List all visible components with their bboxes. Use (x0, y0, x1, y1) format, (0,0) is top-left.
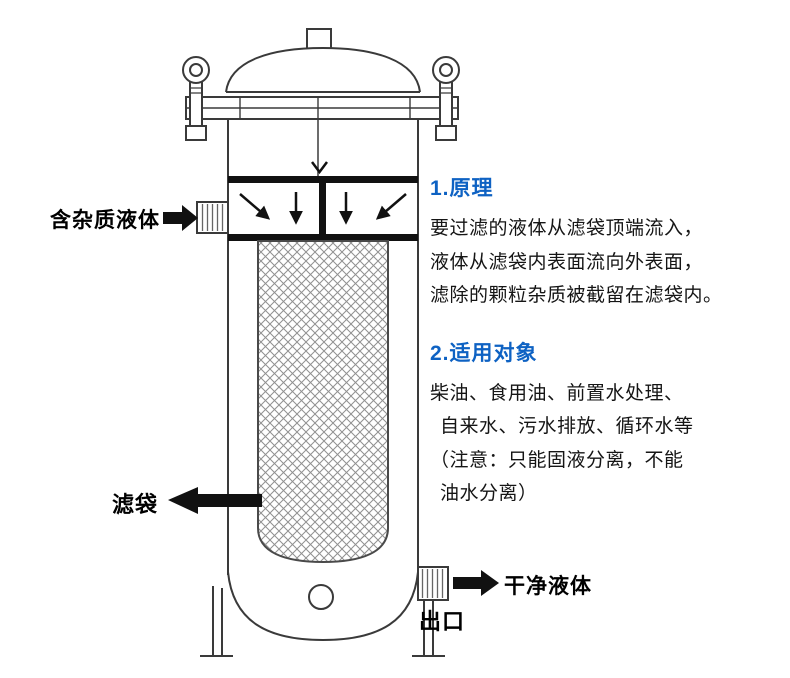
flow-arrows (239, 192, 407, 225)
section-applications-heading: 2.适用对象 (430, 341, 538, 365)
inlet-label: 含杂质液体 (50, 209, 160, 232)
eye-bolt-left (182, 56, 210, 141)
tube-sheet (228, 176, 418, 240)
bag-rim (228, 234, 418, 241)
center-mark (311, 161, 328, 175)
applications-line-4: 油水分离） (440, 483, 538, 504)
outlet-port-label: 出口 (419, 609, 466, 634)
info-panel: 1.原理 要过滤的液体从滤袋顶端流入， 液体从滤袋内表面流向外表面， 滤除的颗粒… (430, 172, 782, 511)
vent-plug (306, 28, 332, 50)
principle-line-2: 液体从滤袋内表面流向外表面， (430, 251, 704, 273)
inlet-pipe (196, 201, 229, 234)
outlet-arrow (453, 570, 499, 596)
applications-line-2: 自来水、污水排放、循环水等 (440, 416, 694, 437)
section-applications: 2.适用对象 柴油、食用油、前置水处理、 自来水、污水排放、循环水等 （注意：只… (430, 337, 782, 511)
inlet-arrow (163, 205, 198, 231)
filter-bag-label: 滤袋 (112, 492, 159, 517)
vessel-top-dome (225, 46, 421, 93)
bag-pointer-arrow (168, 487, 262, 514)
section-principle-heading: 1.原理 (430, 177, 494, 200)
applications-line-3: （注意：只能固液分离，不能 (430, 449, 684, 471)
drain-hole (308, 584, 334, 610)
filter-bag (257, 240, 389, 564)
section-principle: 1.原理 要过滤的液体从滤袋顶端流入， 液体从滤袋内表面流向外表面， 滤除的颗粒… (430, 172, 782, 313)
applications-line-1: 柴油、食用油、前置水处理、 (430, 382, 684, 404)
flange (185, 96, 459, 120)
principle-line-1: 要过滤的液体从滤袋顶端流入， (430, 218, 704, 239)
eye-bolt-right (432, 56, 460, 141)
clean-liquid-label: 干净液体 (504, 575, 592, 598)
outlet-pipe (417, 566, 449, 601)
principle-line-3: 滤除的颗粒杂质被截留在滤袋内。 (430, 285, 723, 306)
